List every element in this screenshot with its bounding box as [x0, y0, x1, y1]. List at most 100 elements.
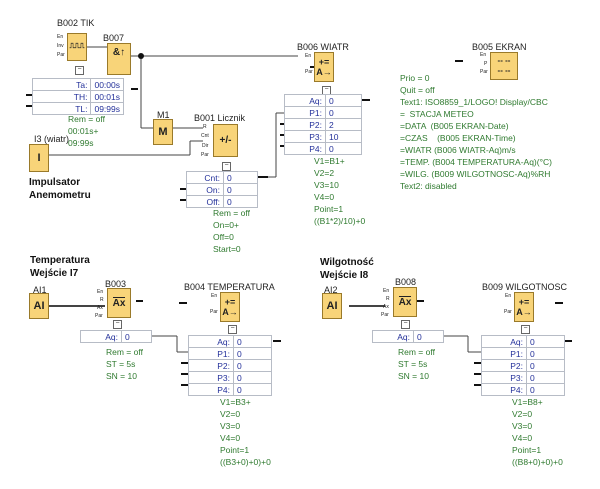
clock-pulse-icon: ⎍⎍⎍ — [69, 43, 85, 50]
param-row: Cnt:0 — [186, 171, 258, 184]
b005-block[interactable]: -- ---- -- — [490, 52, 518, 80]
param-row: Aq:0 — [284, 94, 362, 107]
b003-pin-ax: Ax — [97, 305, 103, 311]
b004-block[interactable]: += A→ — [220, 292, 240, 322]
ai2-heading: Wilgotność Wejście I8 — [320, 257, 374, 281]
param-row: Aq:0 — [80, 330, 152, 343]
ai2-block[interactable]: AI — [322, 293, 342, 319]
b006-params: Aq:0 P1:0 P2:2 P3:10 P4:0 — [284, 94, 362, 155]
b001-collapse-button[interactable]: − — [222, 162, 231, 171]
b006-pin-par: Par — [305, 69, 313, 75]
param-row: P3:10 — [284, 130, 362, 143]
b008-block[interactable]: Ax — [393, 287, 417, 317]
display-icon: -- ---- -- — [497, 56, 511, 75]
b004-notes: V1=B3+ V2=0 V3=0 V4=0 Point=1 ((B3+0)+0)… — [220, 397, 271, 467]
b001-notes: Rem = off On=0+ Off=0 Start=0 — [213, 208, 250, 254]
b002-pin-par: Par — [57, 52, 65, 58]
m1-block[interactable]: M — [153, 119, 173, 145]
b008-collapse-button[interactable]: − — [401, 320, 410, 329]
b002-block[interactable]: ⎍⎍⎍ — [67, 33, 87, 61]
param-row: TL:09:99s — [31, 102, 124, 115]
b003-pin-r: R — [100, 297, 104, 303]
b009-params: Aq:0 P1:0 P2:0 P3:0 P4:0 — [481, 335, 565, 396]
i3-title: I3 (wiatr) — [34, 134, 70, 144]
b003-pin-par: Par — [95, 313, 103, 319]
param-row: P2:2 — [284, 118, 362, 131]
i3-block[interactable]: I — [29, 144, 49, 172]
param-row: Ta:00:00s — [31, 78, 124, 91]
b009-notes: V1=B8+ V2=0 V3=0 V4=0 Point=1 ((B8+0)+0)… — [512, 397, 563, 467]
b001-params: Cnt:0 On:0 Off:0 — [186, 171, 258, 208]
analog-input-icon: AI — [326, 300, 338, 312]
b001-pin-r: R — [203, 124, 207, 130]
b003-title: B003 — [105, 279, 127, 289]
param-row: P4:0 — [481, 383, 565, 396]
analog-input-icon: AI — [33, 300, 45, 312]
param-row: On:0 — [186, 183, 258, 196]
b002-params: Ta:00:00s TH:00:01s TL:09:99s — [31, 78, 124, 115]
param-row: Off:0 — [186, 195, 258, 208]
b009-pin-en: En — [505, 293, 512, 299]
b003-notes: Rem = off ST = 5s SN = 10 — [106, 347, 143, 381]
param-row: P3:0 — [481, 371, 565, 384]
counter-icon: +/- — [219, 134, 232, 146]
param-row: P2:0 — [481, 359, 565, 372]
b004-title: B004 TEMPERATURA — [184, 282, 275, 292]
b009-collapse-button[interactable]: − — [521, 325, 530, 334]
marker-icon: M — [158, 126, 168, 138]
param-row: P4:0 — [284, 142, 362, 155]
m1-title: M1 — [157, 110, 170, 120]
b008-title: B008 — [395, 277, 417, 287]
b009-block[interactable]: += A→ — [514, 292, 534, 322]
b003-params: Aq:0 — [80, 330, 152, 343]
b005-pin-p: P — [484, 61, 488, 67]
b002-notes: Rem = off 00:01s+ 09:99s — [68, 114, 105, 148]
junction-dot — [138, 53, 144, 59]
b002-title: B002 TIK — [57, 18, 95, 28]
b005-title: B005 EKRAN — [472, 42, 527, 52]
b001-pin-dir: Dir — [202, 143, 209, 149]
b001-block[interactable]: +/- — [213, 124, 238, 157]
b001-pin-par: Par — [201, 152, 209, 158]
analog-amplifier-icon: Ax — [112, 297, 126, 309]
b004-pin-par: Par — [210, 309, 218, 315]
b006-title: B006 WIATR — [297, 42, 349, 52]
input-icon: I — [37, 152, 41, 164]
b008-pin-par: Par — [381, 312, 389, 318]
b004-pin-en: En — [211, 293, 218, 299]
param-row: P1:0 — [188, 347, 272, 360]
i3-label: Impulsator Anemometru — [29, 177, 91, 201]
param-row: TH:00:01s — [31, 90, 124, 103]
and-edge-icon: &↑ — [112, 47, 126, 58]
b008-notes: Rem = off ST = 5s SN = 10 — [398, 347, 435, 381]
b004-collapse-button[interactable]: − — [228, 325, 237, 334]
param-row: Aq:0 — [481, 335, 565, 348]
param-row: Aq:0 — [372, 330, 444, 343]
b003-collapse-button[interactable]: − — [113, 320, 122, 329]
b005-pin-en: En — [480, 52, 487, 58]
param-row: P3:0 — [188, 371, 272, 384]
b001-title: B001 Licznik — [194, 113, 246, 123]
b006-block[interactable]: += A→ — [314, 52, 334, 82]
b005-notes: Prio = 0 Quit = off Text1: ISO8859_1/LOG… — [400, 73, 552, 191]
ai2-title: AI2 — [324, 285, 338, 295]
param-row: Aq:0 — [188, 335, 272, 348]
b008-pin-en: En — [383, 288, 390, 294]
b008-pin-r: R — [386, 296, 390, 302]
b003-block[interactable]: Ax — [107, 288, 131, 318]
b001-pin-cnt: Cnt — [201, 133, 209, 139]
param-row: P2:0 — [188, 359, 272, 372]
b009-title: B009 WILGOTNOSC — [482, 282, 568, 292]
param-row: P1:0 — [481, 347, 565, 360]
b007-block[interactable]: &↑ — [107, 43, 131, 75]
b002-pin-en: En — [57, 34, 64, 40]
analog-amplifier-icon: Ax — [398, 296, 412, 308]
ai1-heading: Temperatura Wejście I7 — [30, 255, 90, 279]
param-row: P4:0 — [188, 383, 272, 396]
ai1-title: AI1 — [33, 285, 47, 295]
b002-collapse-button[interactable]: − — [75, 66, 84, 75]
b008-params: Aq:0 — [372, 330, 444, 343]
b008-pin-ax: Ax — [383, 304, 389, 310]
ai1-block[interactable]: AI — [29, 293, 49, 319]
